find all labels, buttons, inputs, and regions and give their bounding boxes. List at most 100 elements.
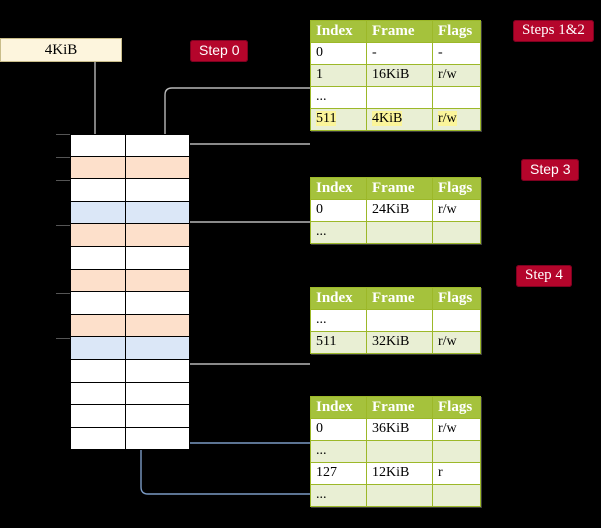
cell-value: 36KiB bbox=[372, 421, 410, 436]
cell-index: ... bbox=[310, 484, 367, 507]
cell-frame bbox=[366, 86, 433, 109]
cell-value: r/w bbox=[438, 111, 457, 126]
cell-frame bbox=[366, 440, 433, 463]
step-badge-steps-1-2: Steps 1&2 bbox=[513, 20, 594, 42]
memory-block-6 bbox=[70, 269, 190, 293]
cell-value: ... bbox=[316, 89, 327, 104]
cell-value: ... bbox=[316, 443, 327, 458]
cell-index: ... bbox=[310, 221, 367, 244]
cell-flags bbox=[432, 86, 481, 109]
memory-block-0 bbox=[70, 134, 190, 157]
cell-value: 1 bbox=[316, 67, 323, 82]
cell-value: 0 bbox=[316, 421, 323, 436]
cell-value: r/w bbox=[438, 421, 457, 436]
memory-block-4 bbox=[70, 224, 190, 247]
cell-value: - bbox=[438, 45, 443, 60]
cell-flags: r/w bbox=[432, 64, 481, 87]
step-badge-step-4: Step 4 bbox=[516, 265, 572, 287]
cell-value: 12KiB bbox=[372, 465, 410, 480]
cell-index: 0 bbox=[310, 199, 367, 222]
cell-flags: r bbox=[432, 462, 481, 485]
cell-flags bbox=[432, 309, 481, 332]
cell-index: 511 bbox=[310, 331, 367, 354]
wire-t2r0-to-mem bbox=[176, 221, 310, 263]
cell-flags: r/w bbox=[432, 331, 481, 354]
table-row: ... bbox=[310, 309, 481, 332]
cell-flags: r/w bbox=[432, 108, 481, 131]
source-frame-label: 4KiB bbox=[44, 41, 78, 58]
step-label: Steps 1&2 bbox=[522, 22, 585, 38]
cell-index: 0 bbox=[310, 42, 367, 65]
cell-frame: 12KiB bbox=[366, 462, 433, 485]
memory-block-12 bbox=[70, 405, 190, 428]
memory-block-8 bbox=[70, 314, 190, 338]
cell-frame: 32KiB bbox=[366, 331, 433, 354]
cell-frame: 4KiB bbox=[366, 108, 433, 131]
cell-value: ... bbox=[316, 224, 327, 239]
cell-value: ... bbox=[316, 312, 327, 327]
memory-block-13 bbox=[70, 427, 190, 451]
cell-value: r/w bbox=[438, 67, 457, 82]
cell-value: r/w bbox=[438, 202, 457, 217]
cell-frame bbox=[366, 309, 433, 332]
memory-block-11 bbox=[70, 382, 190, 406]
cell-index: ... bbox=[310, 86, 367, 109]
column-header-frame: Frame bbox=[366, 396, 433, 419]
cell-frame: 36KiB bbox=[366, 418, 433, 441]
physical-memory-column bbox=[70, 134, 190, 451]
cell-value: 0 bbox=[316, 202, 323, 217]
table-row: ... bbox=[310, 86, 481, 109]
cell-frame: 16KiB bbox=[366, 64, 433, 87]
column-header-flags: Flags bbox=[432, 396, 481, 419]
column-header-index: Index bbox=[310, 177, 367, 200]
step-badge-step-3: Step 3 bbox=[521, 159, 580, 181]
cell-value: r/w bbox=[438, 334, 457, 349]
cell-flags bbox=[432, 440, 481, 463]
column-header-frame: Frame bbox=[366, 177, 433, 200]
cell-frame: - bbox=[366, 42, 433, 65]
step-label: Step 0 bbox=[199, 42, 240, 58]
cell-frame bbox=[366, 484, 433, 507]
cell-flags: r/w bbox=[432, 199, 481, 222]
cell-value: 511 bbox=[316, 334, 337, 349]
cell-value: 511 bbox=[316, 111, 337, 126]
column-header-frame: Frame bbox=[366, 287, 433, 310]
cell-value: 16KiB bbox=[372, 67, 410, 82]
table-row: 0 24KiB r/w bbox=[310, 199, 481, 222]
cell-value: 4KiB bbox=[372, 111, 403, 126]
table-row: 1 16KiB r/w bbox=[310, 64, 481, 87]
table-row: 0-- bbox=[310, 42, 481, 65]
memory-column-divider bbox=[125, 134, 126, 451]
cell-frame: 24KiB bbox=[366, 199, 433, 222]
column-header-flags: Flags bbox=[432, 177, 481, 200]
cell-value: ... bbox=[316, 487, 327, 502]
cell-value: r bbox=[438, 465, 443, 480]
table-row: ... bbox=[310, 440, 481, 463]
memory-block-5 bbox=[70, 246, 190, 270]
column-header-frame: Frame bbox=[366, 20, 433, 43]
cell-index: ... bbox=[310, 440, 367, 463]
memory-block-7 bbox=[70, 292, 190, 315]
memory-block-1 bbox=[70, 156, 190, 180]
cell-flags: r/w bbox=[432, 418, 481, 441]
cell-index: ... bbox=[310, 309, 367, 332]
source-frame-box: 4KiB bbox=[0, 38, 122, 62]
cell-value: 24KiB bbox=[372, 202, 410, 217]
column-header-index: Index bbox=[310, 20, 367, 43]
step-label: Step 3 bbox=[530, 161, 571, 177]
cell-index: 511 bbox=[310, 108, 367, 131]
wire-mem-to-t3r511 bbox=[171, 313, 310, 365]
table-row: 0 36KiB r/w bbox=[310, 418, 481, 441]
cell-flags bbox=[432, 484, 481, 507]
cell-index: 0 bbox=[310, 418, 367, 441]
column-header-index: Index bbox=[310, 287, 367, 310]
column-header-flags: Flags bbox=[432, 287, 481, 310]
